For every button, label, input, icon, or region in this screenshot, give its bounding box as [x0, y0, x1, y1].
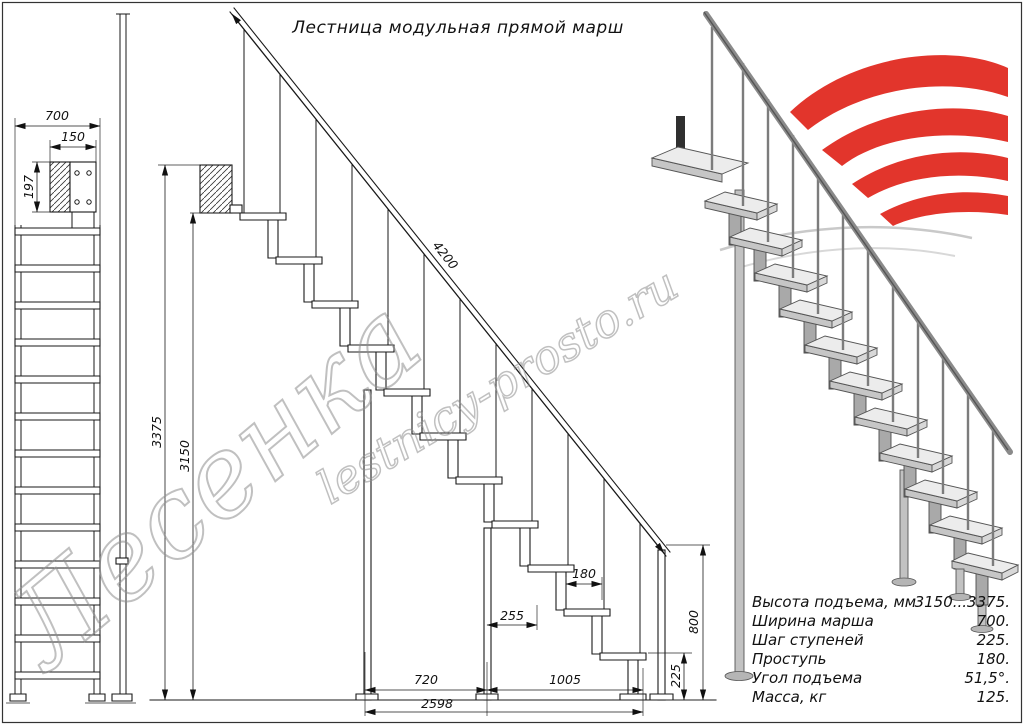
dim-label-255: 255 [500, 608, 524, 623]
iso-view [650, 11, 1020, 681]
landing-bracket [229, 204, 243, 214]
mount-plate [69, 161, 97, 213]
bolt [86, 170, 92, 176]
dim-label-180: 180 [572, 566, 596, 581]
dim-front-span: 1005 [486, 672, 644, 694]
dim-bottom-rise: 225 [648, 652, 692, 701]
front-rails [14, 212, 101, 700]
dim-overhang: 255 [486, 605, 538, 630]
specs-table: Высота подъема, мм 3150...3375. Ширина м… [752, 593, 1010, 706]
spec-value: 3150...3375. [915, 593, 1010, 611]
support-post [483, 527, 492, 701]
dim-label-700: 700 [45, 108, 69, 123]
dim-label-197: 197 [21, 175, 36, 199]
dim-tread-depth: 180 [565, 566, 603, 600]
front-rungs [14, 227, 101, 680]
spec-value: 51,5°. [964, 669, 1010, 687]
iso-post-foot [724, 671, 754, 681]
iso-tread-tops [703, 191, 1020, 574]
iso-handrail-edge [703, 11, 1009, 451]
iso-platform [650, 146, 750, 175]
dim-rail-post: 800 [666, 544, 710, 701]
iso-bottom-post [955, 568, 965, 596]
iso-post-foot [970, 625, 994, 633]
logo-band [822, 108, 1008, 166]
front-feet [9, 693, 133, 702]
spec-label: Масса, кг [752, 688, 826, 706]
bolt [86, 199, 92, 205]
front-handrail-post [116, 13, 130, 694]
iso-tread-sides [756, 203, 1019, 581]
mount-hatch [49, 161, 71, 213]
dim-plate-height: 197 [21, 161, 50, 213]
logo-band [852, 152, 1008, 198]
bolt [74, 199, 80, 205]
brand-logo [719, 55, 1008, 269]
iso-post-foot [948, 593, 972, 601]
spec-label: Ширина марша [752, 612, 874, 630]
iso-support-post [734, 189, 745, 675]
spec-value: 700. [977, 612, 1010, 630]
landing-hatch [199, 164, 233, 214]
front-rail-bracket [115, 557, 129, 565]
spec-value: 125. [977, 688, 1010, 706]
spec-label: Высота подъема, мм [752, 593, 916, 611]
logo-swoosh [737, 247, 956, 269]
iso-wall-bracket [676, 116, 685, 152]
spec-value: 180. [977, 650, 1010, 668]
rail-end-post [657, 549, 666, 701]
dim-width-top: 700 [14, 108, 101, 225]
spec-value: 225. [977, 631, 1010, 649]
dim-label-2598: 2598 [421, 696, 453, 711]
dim-total-height: 3375 [149, 164, 202, 701]
iso-balusters [710, 27, 995, 566]
dim-label-150: 150 [61, 129, 85, 144]
dim-label-3375: 3375 [149, 416, 164, 448]
drawing-title: Лестница модульная прямой марш [291, 18, 624, 38]
bolt [74, 170, 80, 176]
iso-post-foot [891, 577, 917, 587]
dim-label-225: 225 [668, 664, 683, 688]
dim-total-run: 2598 [364, 696, 644, 716]
side-view: 3375 3150 4200 720 1005 2598 255 [149, 7, 717, 716]
dim-flight-height: 3150 [177, 212, 240, 701]
front-view: 700 150 197 [6, 13, 136, 704]
logo-band [880, 192, 1008, 226]
spec-label: Проступь [752, 650, 827, 668]
dim-label-1005: 1005 [549, 672, 581, 687]
logo-band [790, 55, 1008, 130]
dim-label-720: 720 [414, 672, 438, 687]
spec-label: Шаг ступеней [752, 631, 864, 649]
dim-label-800: 800 [686, 610, 701, 634]
dim-label-3150: 3150 [177, 440, 192, 472]
spec-label: Угол подъема [752, 669, 862, 687]
dim-plate-width: 150 [49, 129, 97, 162]
